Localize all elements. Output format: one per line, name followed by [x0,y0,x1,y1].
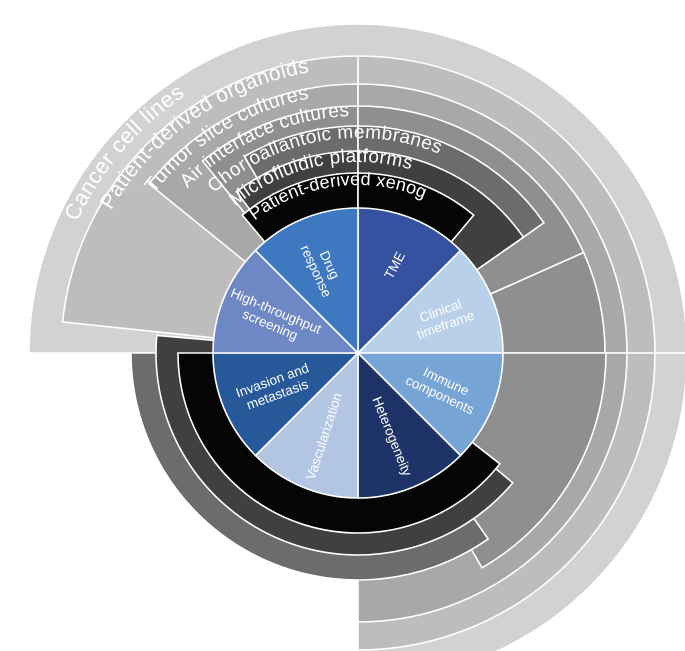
wedge-drug-response [254,207,359,355]
wedge-immune-components [356,352,504,457]
wedge-tme [357,207,462,355]
feature-wheel [212,207,504,499]
wedge-heterogeneity [357,351,462,499]
wedge-vascularization [254,351,359,499]
wedge-high-throughput-screening [212,249,360,354]
wedge-clinical-timeframe [356,249,504,354]
wedge-invasion-and-metastasis [212,352,360,457]
